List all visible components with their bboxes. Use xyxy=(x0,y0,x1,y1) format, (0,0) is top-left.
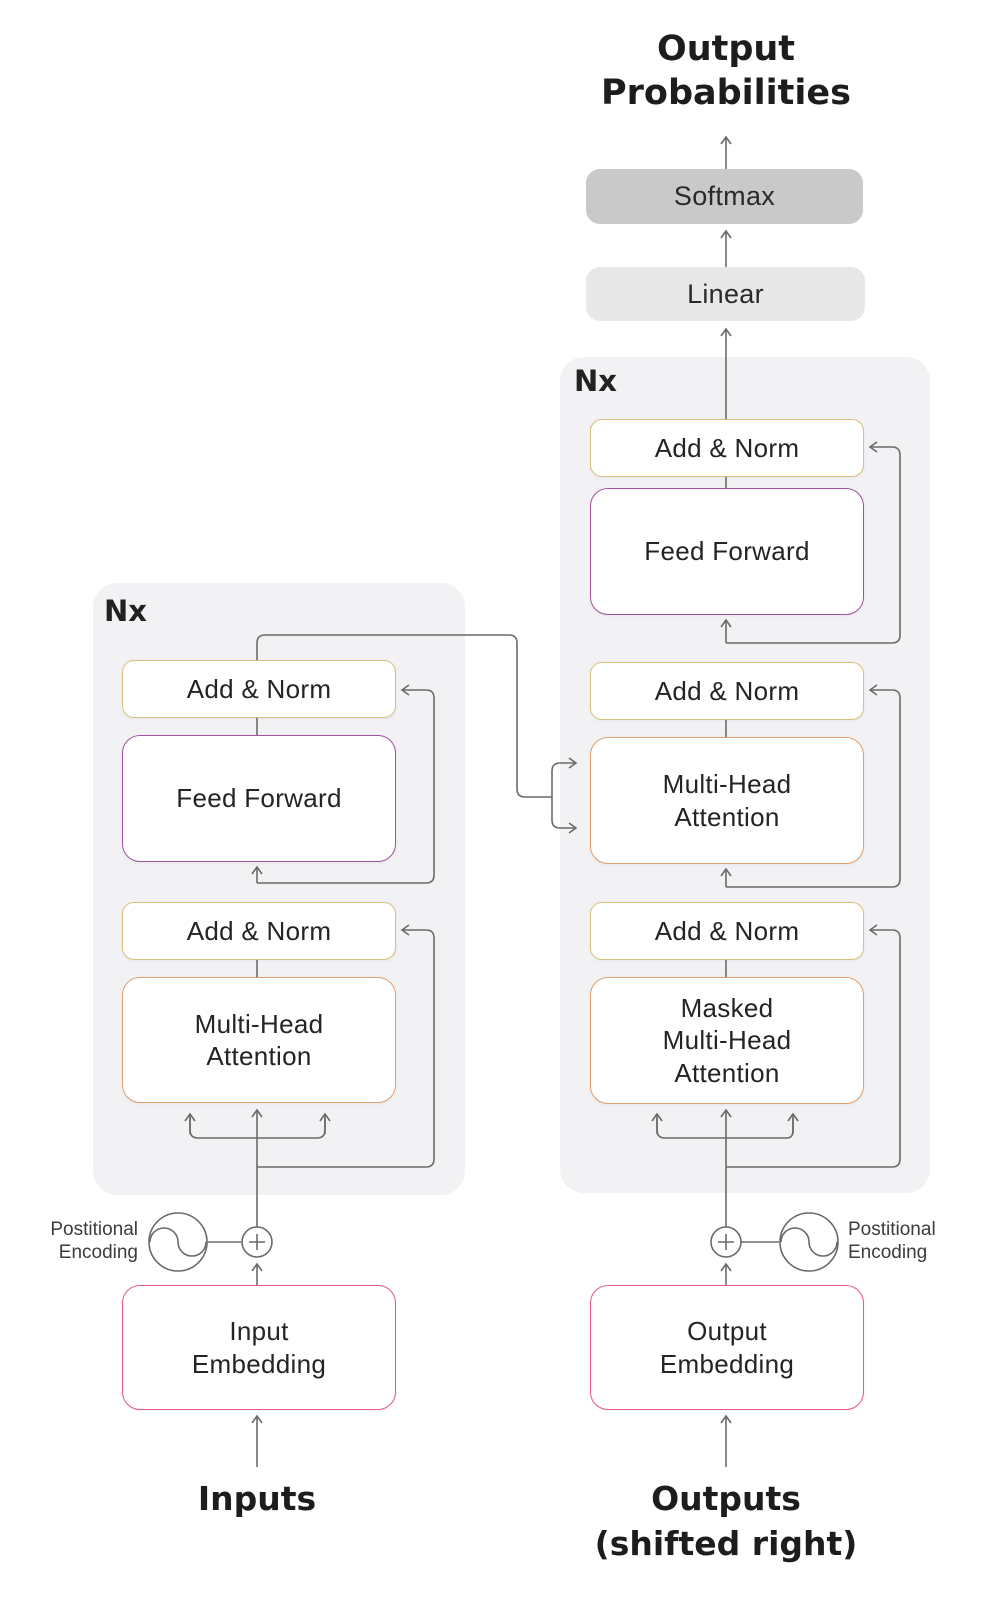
add-norm-label: Add & Norm xyxy=(654,915,800,946)
multi-head-attention-label: Multi-Head Attention xyxy=(662,769,792,832)
skip-dec-feedforward xyxy=(726,441,901,644)
arrow-bridge-to-dec-mha-lower xyxy=(551,797,578,834)
arrow-bridge-to-dec-mha-upper xyxy=(551,757,578,797)
decoder-add-norm-middle-box: Add & Norm xyxy=(590,662,864,720)
masked-multi-head-attention-box: Masked Multi-Head Attention xyxy=(590,977,864,1104)
decoder-positional-icons xyxy=(710,1212,839,1272)
output-probabilities-title: Output Probabilities xyxy=(601,29,851,113)
wire-encoder-output-bridge xyxy=(256,634,552,798)
input-embedding-box: Input Embedding xyxy=(122,1285,396,1410)
encoder-positional-encoding-label: Postitional Encoding xyxy=(50,1219,138,1263)
softmax-box: Softmax xyxy=(586,169,863,224)
feed-forward-label: Feed Forward xyxy=(644,536,810,567)
outputs-shifted-right-label: Outputs (shifted right) xyxy=(594,1479,858,1563)
decoder-multi-head-attention-box: Multi-Head Attention xyxy=(590,737,864,864)
encoder-add-norm-bottom-box: Add & Norm xyxy=(122,902,396,960)
skip-enc-mha xyxy=(257,924,435,1168)
add-norm-label: Add & Norm xyxy=(186,673,332,704)
decoder-nx-label: Nx xyxy=(574,364,617,398)
plus-icon xyxy=(249,1234,265,1250)
decoder-feed-forward-box: Feed Forward xyxy=(590,488,864,615)
encoder-positional-icons xyxy=(148,1212,273,1272)
encoder-wires xyxy=(184,634,578,1467)
encoder-feed-forward-box: Feed Forward xyxy=(122,735,396,862)
linear-label: Linear xyxy=(687,278,764,309)
skip-dec-mha xyxy=(726,684,901,888)
encoder-multi-head-attention-box: Multi-Head Attention xyxy=(122,977,396,1103)
add-norm-label: Add & Norm xyxy=(654,675,800,706)
decoder-wires xyxy=(651,135,901,1467)
decoder-add-norm-bottom-box: Add & Norm xyxy=(590,902,864,960)
encoder-add-norm-top-box: Add & Norm xyxy=(122,660,396,718)
decoder-positional-encoding-label: Postitional Encoding xyxy=(848,1219,936,1263)
decoder-add-norm-top-box: Add & Norm xyxy=(590,419,864,477)
linear-box: Linear xyxy=(586,267,865,321)
encoder-nx-label: Nx xyxy=(104,594,147,628)
wire-dec-qkv-bar xyxy=(656,1118,794,1139)
skip-dec-masked-mha xyxy=(726,924,901,1168)
sine-wave-icon xyxy=(149,1227,207,1257)
feed-forward-label: Feed Forward xyxy=(176,783,342,814)
output-embedding-box: Output Embedding xyxy=(590,1285,864,1410)
plus-icon xyxy=(718,1234,734,1250)
softmax-label: Softmax xyxy=(673,181,776,211)
output-embedding-label: Output Embedding xyxy=(659,1316,795,1379)
input-embedding-label: Input Embedding xyxy=(191,1316,327,1379)
masked-multi-head-attention-label: Masked Multi-Head Attention xyxy=(662,992,792,1088)
inputs-label: Inputs xyxy=(197,1479,317,1518)
skip-enc-feedforward xyxy=(257,684,435,884)
add-norm-label: Add & Norm xyxy=(654,432,800,463)
add-norm-label: Add & Norm xyxy=(186,915,332,946)
sine-wave-icon xyxy=(780,1227,838,1257)
multi-head-attention-label: Multi-Head Attention xyxy=(194,1008,324,1072)
